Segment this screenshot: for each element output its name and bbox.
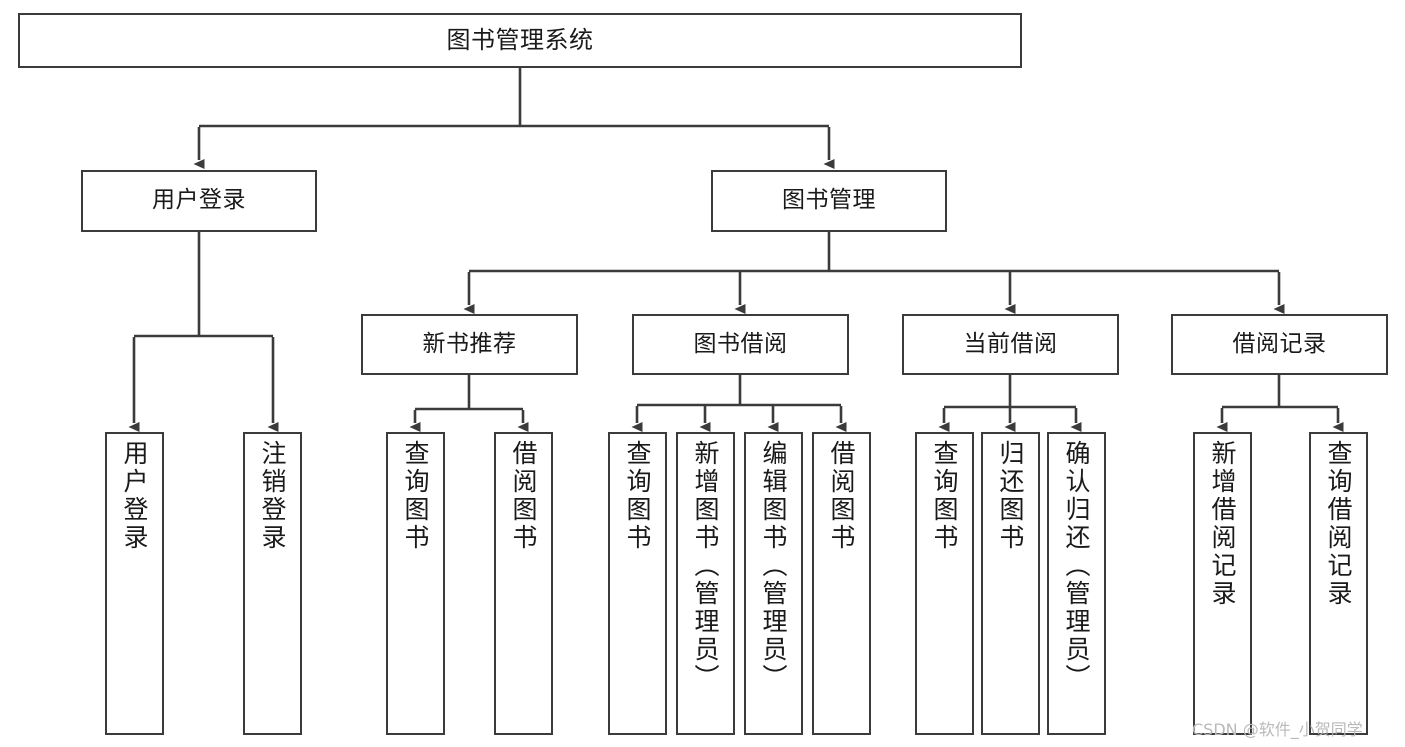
node-leaf-query-record-label: 查询借阅记录 (1324, 440, 1353, 608)
node-current-borrow[interactable]: 当前借阅 (902, 314, 1119, 375)
node-leaf-user-login-label: 用户登录 (120, 440, 149, 552)
node-leaf-return-book-label: 归还图书 (996, 440, 1025, 552)
node-borrow-record-label: 借阅记录 (1232, 330, 1327, 357)
node-leaf-query-book-2-label: 查询图书 (623, 440, 652, 552)
node-leaf-query-book-3-label: 查询图书 (930, 440, 959, 552)
node-root[interactable]: 图书管理系统 (18, 13, 1022, 68)
node-book-manage-label: 图书管理 (782, 187, 876, 214)
node-leaf-confirm-return[interactable]: 确认归还（管理员） (1047, 432, 1106, 735)
node-root-label: 图书管理系统 (446, 26, 594, 55)
node-leaf-add-book[interactable]: 新增图书（管理员） (676, 432, 735, 735)
node-leaf-borrow-book-1[interactable]: 借阅图书 (494, 432, 553, 735)
node-leaf-edit-book[interactable]: 编辑图书（管理员） (744, 432, 803, 735)
node-leaf-borrow-book-1-label: 借阅图书 (509, 440, 538, 552)
node-new-book-rec-label: 新书推荐 (422, 330, 517, 357)
node-book-manage[interactable]: 图书管理 (711, 170, 947, 232)
node-new-book-rec[interactable]: 新书推荐 (361, 314, 578, 375)
node-leaf-logout-label: 注销登录 (258, 440, 287, 552)
node-borrow-record[interactable]: 借阅记录 (1171, 314, 1388, 375)
node-leaf-query-record[interactable]: 查询借阅记录 (1309, 432, 1368, 735)
node-leaf-user-login[interactable]: 用户登录 (105, 432, 164, 735)
node-leaf-query-book-2[interactable]: 查询图书 (608, 432, 667, 735)
node-leaf-confirm-return-label: 确认归还（管理员） (1062, 440, 1091, 692)
node-leaf-add-book-label: 新增图书（管理员） (691, 440, 720, 692)
node-leaf-query-book-1-label: 查询图书 (401, 440, 430, 552)
node-leaf-query-book-1[interactable]: 查询图书 (386, 432, 445, 735)
node-leaf-query-book-3[interactable]: 查询图书 (915, 432, 974, 735)
node-leaf-borrow-book-2-label: 借阅图书 (827, 440, 856, 552)
node-book-borrow-label: 图书借阅 (693, 330, 788, 357)
node-leaf-add-record[interactable]: 新增借阅记录 (1193, 432, 1252, 735)
node-user-login[interactable]: 用户登录 (81, 170, 317, 232)
node-leaf-borrow-book-2[interactable]: 借阅图书 (812, 432, 871, 735)
node-leaf-return-book[interactable]: 归还图书 (981, 432, 1040, 735)
node-book-borrow[interactable]: 图书借阅 (632, 314, 849, 375)
node-user-login-label: 用户登录 (152, 187, 246, 214)
csdn-watermark: CSDN @软件_小贺同学 (1192, 720, 1363, 739)
node-leaf-add-record-label: 新增借阅记录 (1208, 440, 1237, 608)
node-current-borrow-label: 当前借阅 (963, 330, 1058, 357)
node-leaf-logout[interactable]: 注销登录 (243, 432, 302, 735)
node-leaf-edit-book-label: 编辑图书（管理员） (759, 440, 788, 692)
